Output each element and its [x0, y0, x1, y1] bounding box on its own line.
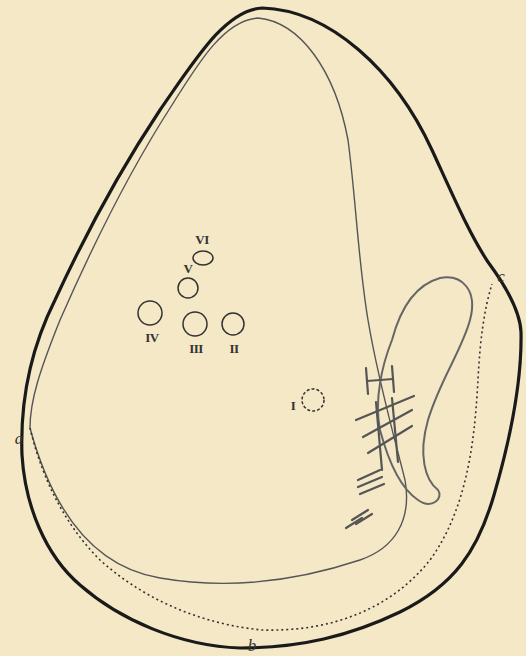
marked-strip: [378, 277, 472, 503]
callout-number: I: [291, 399, 296, 412]
callout-number: V: [184, 262, 193, 275]
incised-marks: [346, 366, 414, 528]
point-letter: c: [497, 268, 505, 285]
hole-circles: [138, 251, 324, 411]
callout-number: III: [189, 342, 203, 355]
callout-number: IV: [145, 331, 158, 344]
point-letter: b: [248, 637, 257, 654]
callout-number: VI: [195, 233, 208, 246]
dotted-line: [30, 284, 492, 630]
inner-outline: [30, 18, 407, 583]
outer-outline: [22, 8, 521, 648]
callout-number: II: [229, 342, 238, 355]
point-letter: a: [15, 430, 24, 447]
